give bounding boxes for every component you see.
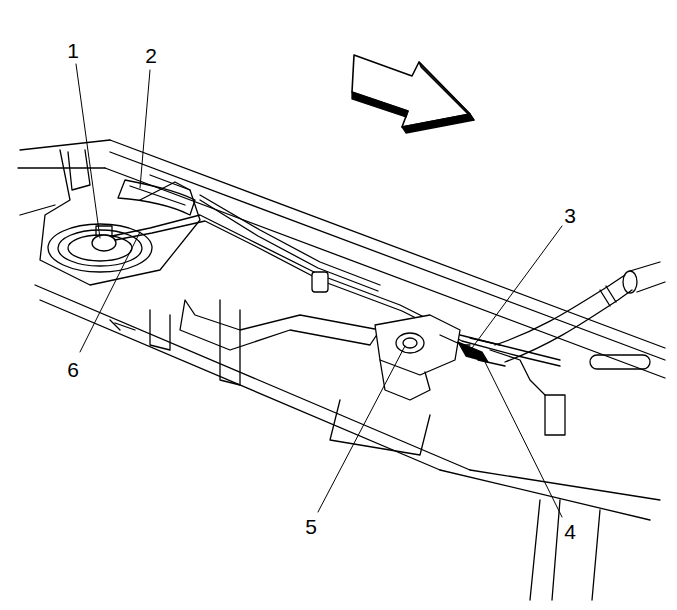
callout-number: 2 <box>145 45 157 66</box>
line-connector <box>458 338 545 395</box>
fuel-tank <box>20 150 200 285</box>
direction-arrow <box>352 55 474 133</box>
callout-number: 6 <box>67 359 79 380</box>
callout-number: 3 <box>564 205 576 226</box>
leader-line <box>76 64 562 517</box>
fuel-lines <box>112 195 560 366</box>
callout-number: 1 <box>67 40 79 61</box>
filler-pipe <box>495 262 665 435</box>
evap-canister <box>375 315 470 400</box>
callout-number: 4 <box>564 521 576 542</box>
frame-rail <box>18 140 665 378</box>
callout-number: 5 <box>305 516 317 537</box>
frame-rail <box>35 285 660 600</box>
